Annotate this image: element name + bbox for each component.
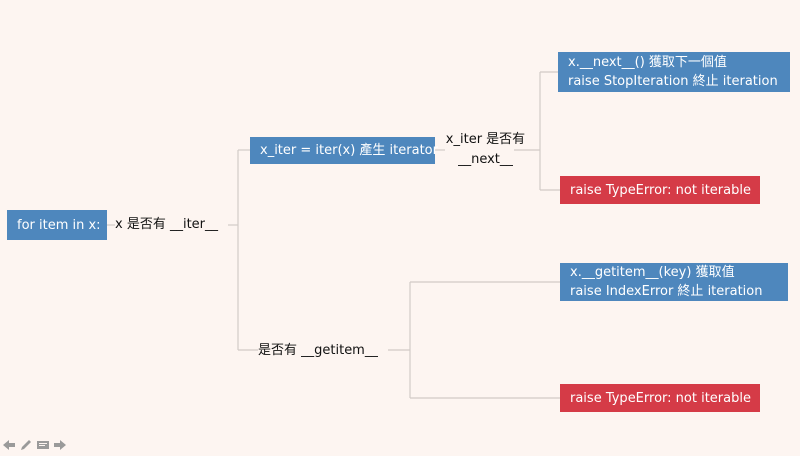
root-node: for item in x: [7, 210, 107, 240]
getitem-no-text: raise TypeError: not iterable [570, 390, 751, 406]
question-has-iter-text: x 是否有 __iter__ [115, 217, 219, 232]
question-has-next-line1: x_iter 是否有 [445, 132, 526, 147]
arrow-right-icon[interactable] [53, 437, 67, 451]
next-yes-line1: x.__next__() 獲取下一個值 [568, 55, 727, 70]
getitem-no-node: raise TypeError: not iterable [560, 384, 760, 412]
getitem-yes-line2: raise IndexError 終止 iteration [570, 284, 763, 299]
next-yes-line2: raise StopIteration 終止 iteration [568, 74, 778, 89]
root-node-text: for item in x: [17, 217, 101, 233]
slide-toolbar [2, 437, 67, 453]
getitem-yes-line1: x.__getitem__(key) 獲取值 [570, 265, 735, 280]
getitem-yes-node: x.__getitem__(key) 獲取值 raise IndexError … [560, 263, 788, 301]
question-has-next: x_iter 是否有 __next__ [443, 131, 528, 169]
question-has-next-line2: __next__ [458, 152, 513, 167]
next-no-node: raise TypeError: not iterable [560, 176, 760, 204]
pencil-icon[interactable] [19, 437, 33, 451]
question-has-getitem-text: 是否有 __getitem__ [258, 343, 378, 358]
question-has-getitem: 是否有 __getitem__ [258, 342, 378, 360]
iter-node-text: x_iter = iter(x) 產生 iterator [260, 143, 438, 158]
next-yes-node: x.__next__() 獲取下一個值 raise StopIteration … [558, 52, 790, 92]
question-has-iter: x 是否有 __iter__ [115, 216, 218, 234]
iter-node: x_iter = iter(x) 產生 iterator [250, 137, 438, 164]
arrow-left-icon[interactable] [2, 437, 16, 451]
slides-icon[interactable] [36, 437, 50, 451]
next-no-text: raise TypeError: not iterable [570, 182, 751, 198]
